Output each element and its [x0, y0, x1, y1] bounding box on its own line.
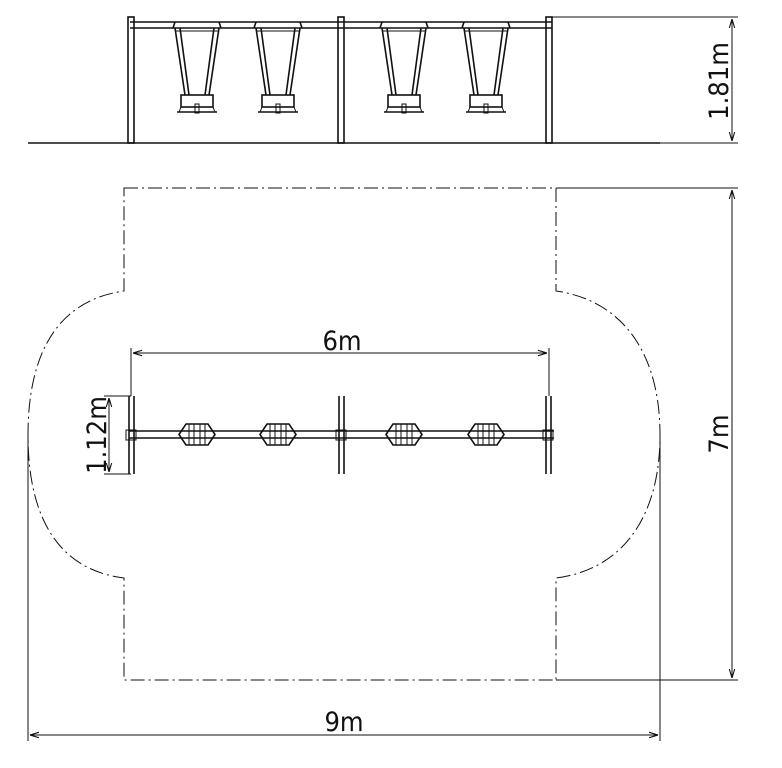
elevation-post-middle	[337, 16, 345, 144]
frame-depth-dimension: 1.12m	[82, 395, 131, 475]
span-label: 6m	[322, 326, 361, 357]
plan-swing-seat	[259, 423, 297, 446]
plan-post-right	[545, 396, 552, 474]
height-label: 1.81m	[704, 42, 735, 120]
elevation-swing-seat	[379, 21, 429, 114]
plan-swing-seats	[178, 423, 505, 446]
plan-swing-seat	[467, 423, 505, 446]
plan-cap-middle	[335, 429, 347, 441]
plan-post-middle	[338, 396, 345, 474]
plan-cap-right	[542, 429, 554, 441]
plan-view	[27, 187, 661, 681]
elevation-swing-seat	[253, 21, 303, 114]
plan-swing-seat	[178, 423, 216, 446]
elevation-post-right	[545, 16, 553, 144]
elevation-swing-seat	[461, 21, 511, 114]
plan-post-left	[128, 396, 135, 474]
elevation-swing-seat	[172, 21, 222, 114]
width-dimension: 9m	[27, 435, 661, 741]
span-dimension: 6m	[130, 326, 550, 396]
width-label: 9m	[324, 707, 363, 738]
depth-label: 7m	[704, 414, 735, 453]
plan-swing-seat	[385, 423, 423, 446]
plan-beam	[129, 430, 554, 439]
frame-depth-label: 1.12m	[82, 396, 113, 474]
top-beam	[130, 21, 552, 29]
depth-dimension: 7m	[556, 187, 738, 681]
plan-cap-left	[125, 429, 137, 441]
front-elevation-view	[28, 16, 660, 144]
elevation-swing-seats	[172, 21, 511, 114]
height-dimension: 1.81m	[552, 16, 738, 144]
elevation-post-left	[127, 16, 135, 144]
